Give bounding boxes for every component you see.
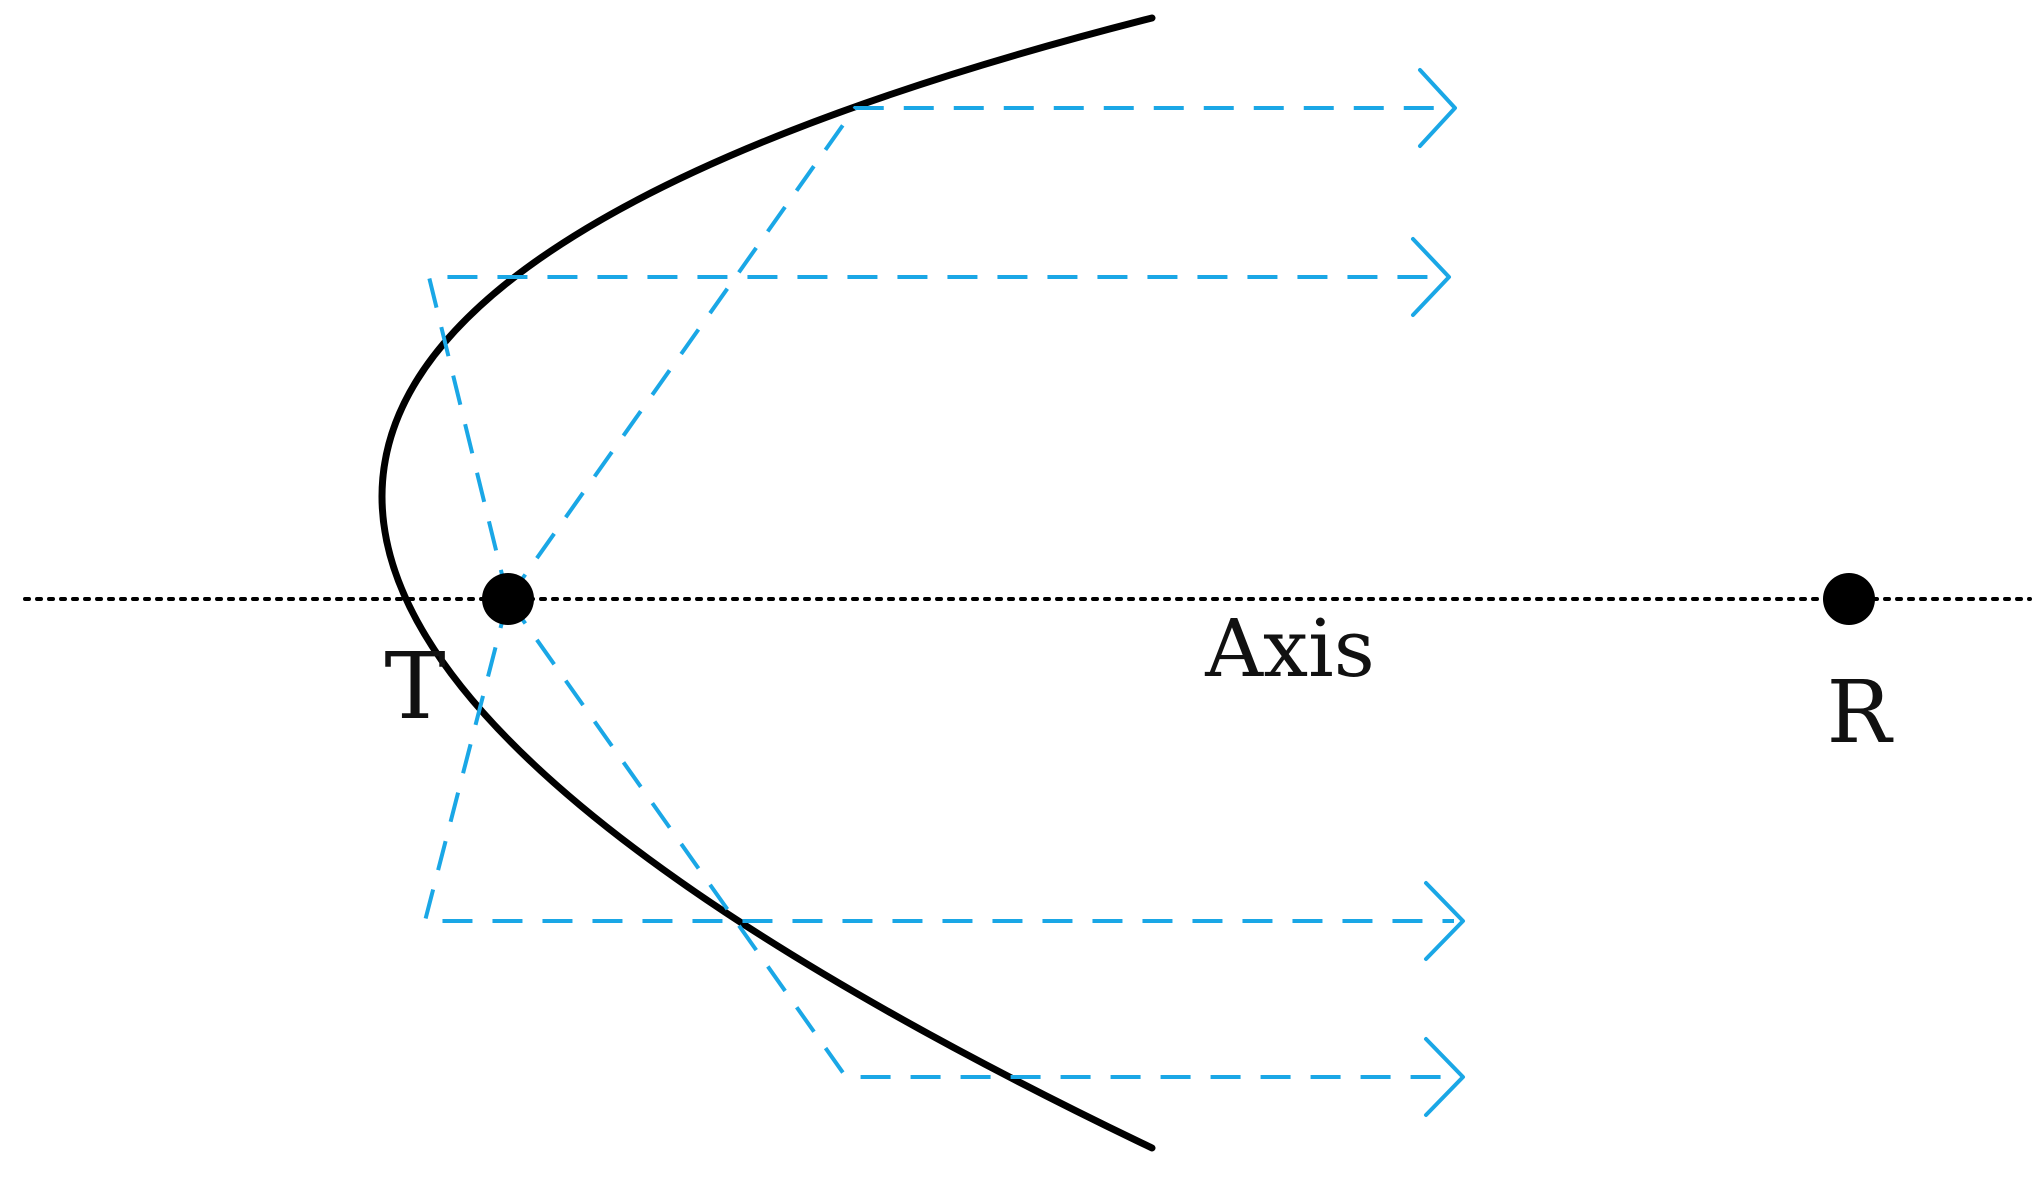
arrowhead-lower-outer xyxy=(1424,1037,1465,1117)
ray-lower-inner xyxy=(422,598,1454,923)
label-t: T xyxy=(384,633,445,740)
label-axis: Axis xyxy=(1204,602,1375,695)
ray-upper-outer xyxy=(506,106,1445,601)
label-r: R xyxy=(1827,663,1894,763)
focus-point-t xyxy=(482,573,534,625)
ray-upper-inner xyxy=(426,275,1440,600)
arrowhead-upper-outer xyxy=(1418,68,1457,148)
point-r xyxy=(1823,573,1875,625)
parabola-curve xyxy=(378,14,1156,1152)
arrowhead-lower-inner xyxy=(1424,881,1465,961)
ray-group xyxy=(422,68,1465,1117)
arrowhead-upper-inner xyxy=(1411,237,1451,317)
